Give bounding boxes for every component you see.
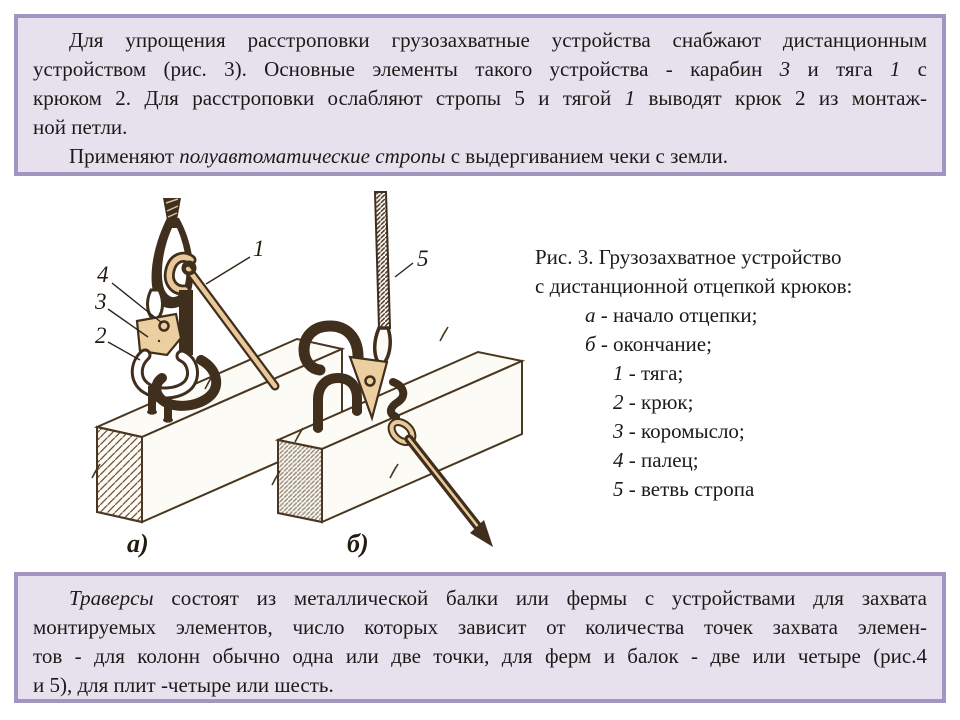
open-hook-right <box>298 320 364 376</box>
montage-loop-left <box>147 355 222 423</box>
montage-loop-right <box>313 372 362 433</box>
sling-branch-cable <box>373 191 392 369</box>
leader-lines <box>107 256 414 361</box>
caption-item-a: а - начало отцепки; <box>585 303 758 327</box>
caption-item-3: 3 - коромысло; <box>613 419 745 443</box>
figure-caption: Рис. 3. Грузозахватное устройство с дист… <box>535 243 935 504</box>
intro-line-2: устройством (рис. 3). Основные элементы … <box>33 57 928 81</box>
figure-label-3: 3 <box>94 289 107 314</box>
rod-pull-arrow <box>404 434 493 547</box>
shackle-bar <box>179 290 193 355</box>
koromyslo-plate-left <box>135 312 183 357</box>
caption-item-2: 2 - крюк; <box>613 390 694 414</box>
beam-break-marks <box>91 326 449 486</box>
figure-label-5: 5 <box>417 246 429 271</box>
koromyslo-plate-right <box>348 355 389 422</box>
caption-item-4: 4 - палец; <box>613 448 699 472</box>
figure-label-2: 2 <box>95 323 107 348</box>
intro-line-1: Для упрощения расстроповки грузозахватны… <box>69 28 927 52</box>
traverse-line-3: тов - для колонн обычно одна или две точ… <box>33 644 927 668</box>
caption-title-line-1: Рис. 3. Грузозахватное устройство <box>535 245 842 269</box>
figure-label-1: 1 <box>253 236 265 261</box>
traverse-line-4: и 5), для плит -четыре или шесть. <box>33 673 334 697</box>
intro-line-4: ной петли. <box>33 115 128 139</box>
palec-pin-right <box>364 375 376 387</box>
beam-right <box>274 350 525 524</box>
intro-line-3: крюком 2. Для расстроповки ослабляют стр… <box>33 86 927 110</box>
caption-item-5: 5 - ветвь стропа <box>613 477 755 501</box>
intro-text-block: Для упрощения расстроповки грузозахватны… <box>14 14 946 176</box>
hook-upper-eye <box>146 288 164 322</box>
kryuk-hook-left <box>130 348 199 400</box>
hook-scroll-right <box>387 378 408 421</box>
sling-stub <box>163 198 181 220</box>
assembly-left <box>130 198 280 423</box>
palec-pin-left <box>158 320 170 332</box>
caption-title-line-2: с дистанционной отцепкой крюков: <box>535 274 853 298</box>
figure-label-a: а) <box>127 529 149 558</box>
intro-line-5: Применяют полуавтоматические стропы с вы… <box>69 144 728 168</box>
traverse-text-block: Траверсы состоят из металлической балки … <box>14 572 946 703</box>
rod-tyaga <box>181 260 280 391</box>
traverse-line-1: Траверсы состоят из металлической балки … <box>69 586 927 610</box>
figure-drawing: 1 4 3 2 5 а) б) <box>91 191 525 558</box>
traverse-line-2: монтируемых элементов, число которых зав… <box>33 615 927 639</box>
figure-label-b: б) <box>347 529 369 558</box>
caption-item-1: 1 - тяга; <box>613 361 684 385</box>
figure-label-4: 4 <box>97 262 109 287</box>
caption-item-b: б - окончание; <box>585 332 712 356</box>
carabiner-curl-fill <box>166 254 194 293</box>
beam-left-end-hatch <box>96 425 143 524</box>
assembly-right <box>298 191 493 547</box>
arrow-head <box>470 520 493 547</box>
beam-right-end-hatch <box>277 438 323 524</box>
